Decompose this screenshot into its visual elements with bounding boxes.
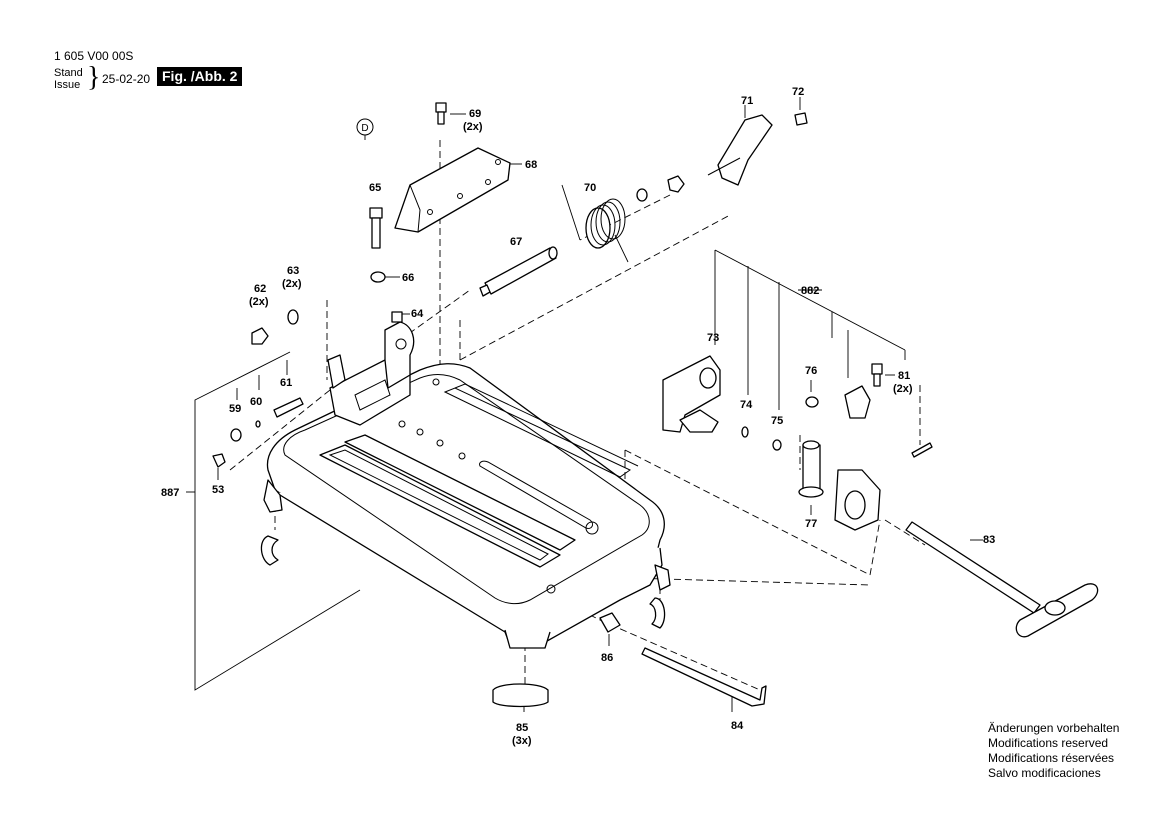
modification-notes: Änderungen vorbehalten Modifications res…: [988, 721, 1119, 781]
callout-75: 75: [771, 415, 783, 427]
callout-labels: 53 59 60 61 62 (2x) 63 (2x) 64 65 66 67 …: [161, 86, 995, 747]
callout-69: 69: [469, 108, 481, 120]
document-number: 1 605 V00 00S: [54, 49, 134, 63]
callout-74: 74: [740, 399, 753, 411]
callout-65: 65: [369, 182, 381, 194]
assembly-dash-lines: [229, 140, 926, 691]
callout-62-qty: (2x): [249, 296, 269, 308]
issue-label: Issue: [54, 79, 81, 91]
callout-67: 67: [510, 236, 522, 248]
callout-85: 85: [516, 722, 528, 734]
fasteners: [212, 102, 933, 633]
callout-882: 882: [801, 285, 819, 297]
vise-bracket: [662, 355, 721, 433]
note-english: Modifications reserved: [988, 736, 1109, 750]
callout-61: 61: [280, 377, 292, 389]
callout-59: 59: [229, 403, 241, 415]
reference-marker-d: D: [356, 118, 374, 136]
note-german: Änderungen vorbehalten: [988, 721, 1120, 735]
callout-83: 83: [983, 534, 995, 546]
hex-key: [641, 647, 767, 707]
note-french: Modifications réservées: [988, 751, 1115, 765]
rubber-feet: [260, 535, 666, 708]
note-spanish: Salvo modificaciones: [988, 766, 1101, 780]
lock-lever: [707, 114, 773, 186]
callout-81: 81: [898, 370, 910, 382]
callout-86: 86: [601, 652, 613, 664]
callout-73: 73: [707, 332, 719, 344]
clamp-jaw: [834, 385, 881, 531]
callout-63-qty: (2x): [282, 278, 302, 290]
base-table: [263, 363, 671, 649]
pivot-shaft: [479, 246, 558, 297]
callout-60: 60: [250, 396, 262, 408]
vise-pin: [798, 440, 824, 498]
issue-date: 25-02-20: [102, 72, 151, 86]
torsion-spring: [561, 184, 629, 263]
leader-lines: [186, 97, 983, 712]
callout-53: 53: [212, 484, 224, 496]
callout-72: 72: [792, 86, 804, 98]
callout-64: 64: [411, 308, 424, 320]
callout-71: 71: [741, 95, 753, 107]
callout-84: 84: [731, 720, 744, 732]
marker-d-label: D: [361, 123, 368, 134]
callout-77: 77: [805, 518, 817, 530]
callout-85-qty: (3x): [512, 735, 532, 747]
callout-62: 62: [254, 283, 266, 295]
hinge-bracket: [327, 321, 415, 426]
callout-63: 63: [287, 265, 299, 277]
vise-handle: [905, 521, 1099, 638]
callout-81-qty: (2x): [893, 383, 913, 395]
callout-68: 68: [525, 159, 537, 171]
figure-label: Fig. /Abb. 2: [157, 67, 243, 86]
callout-887: 887: [161, 487, 179, 499]
callout-69-qty: (2x): [463, 121, 483, 133]
brace-symbol: }: [87, 62, 101, 93]
callout-66: 66: [402, 272, 414, 284]
callout-76: 76: [805, 365, 817, 377]
stand-label: Stand: [54, 67, 83, 79]
guard-plate: [394, 147, 511, 233]
callout-70: 70: [584, 182, 596, 194]
